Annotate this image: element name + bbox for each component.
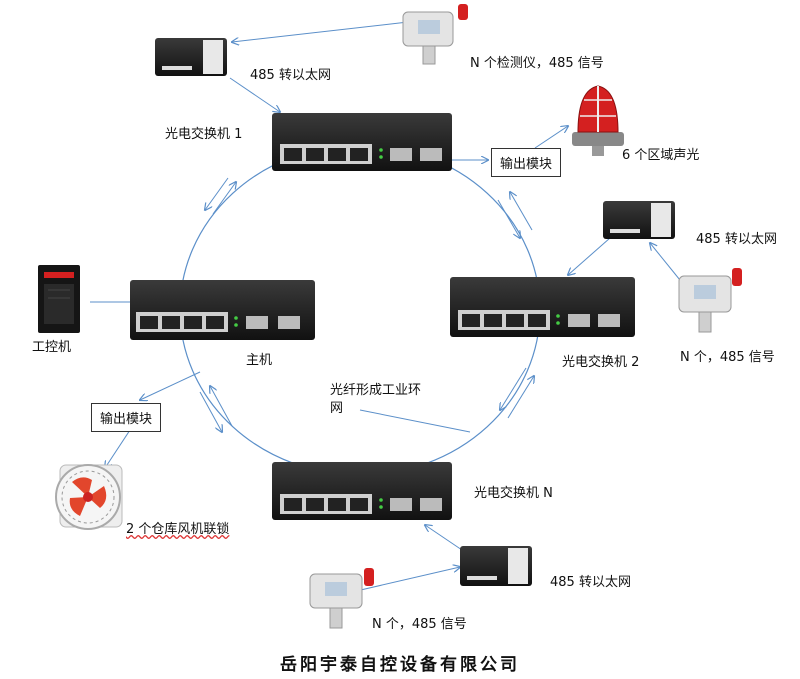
detector-right-label: N 个，485 信号 xyxy=(680,350,775,365)
converter-top-device xyxy=(155,38,227,76)
output-module-top: 输出模块 xyxy=(491,148,562,177)
ring-label: 光纤形成工业环网 xyxy=(330,383,422,416)
alarm-light-device xyxy=(572,85,624,156)
switch-1-label: 光电交换机 1 xyxy=(165,127,243,142)
detector-bottom-device xyxy=(309,568,374,629)
detector-top-label: N 个检测仪，485 信号 xyxy=(470,56,604,71)
host-switch-device xyxy=(130,280,315,340)
output-module-left: 输出模块 xyxy=(91,403,162,432)
detector-right-device xyxy=(678,268,742,333)
switch-1-device xyxy=(272,113,452,171)
switch-2-device xyxy=(450,277,635,337)
converter-bottom-label: 485 转以太网 xyxy=(550,575,631,590)
switch-n-label: 光电交换机 N xyxy=(474,486,553,501)
alarm-label: 6 个区域声光 xyxy=(622,148,700,163)
company-footer: 岳阳宇泰自控设备有限公司 xyxy=(280,655,520,675)
switch-2-label: 光电交换机 2 xyxy=(562,355,640,370)
converter-right-label: 485 转以太网 xyxy=(696,232,777,247)
industrial-pc-device xyxy=(38,265,80,333)
fan-device xyxy=(55,464,123,530)
detector-top-device xyxy=(402,4,468,65)
fan-label: 2 个仓库风机联锁 xyxy=(126,522,230,537)
ring-arrows xyxy=(199,177,534,432)
ipc-label: 工控机 xyxy=(32,340,72,355)
converter-bottom-device xyxy=(460,546,532,586)
switch-n-device xyxy=(272,462,452,520)
detector-bottom-label: N 个，485 信号 xyxy=(372,617,467,632)
converter-top-label: 485 转以太网 xyxy=(250,68,331,83)
connection-lines xyxy=(90,21,685,593)
converter-right-device xyxy=(603,201,675,239)
host-label: 主机 xyxy=(246,353,273,368)
